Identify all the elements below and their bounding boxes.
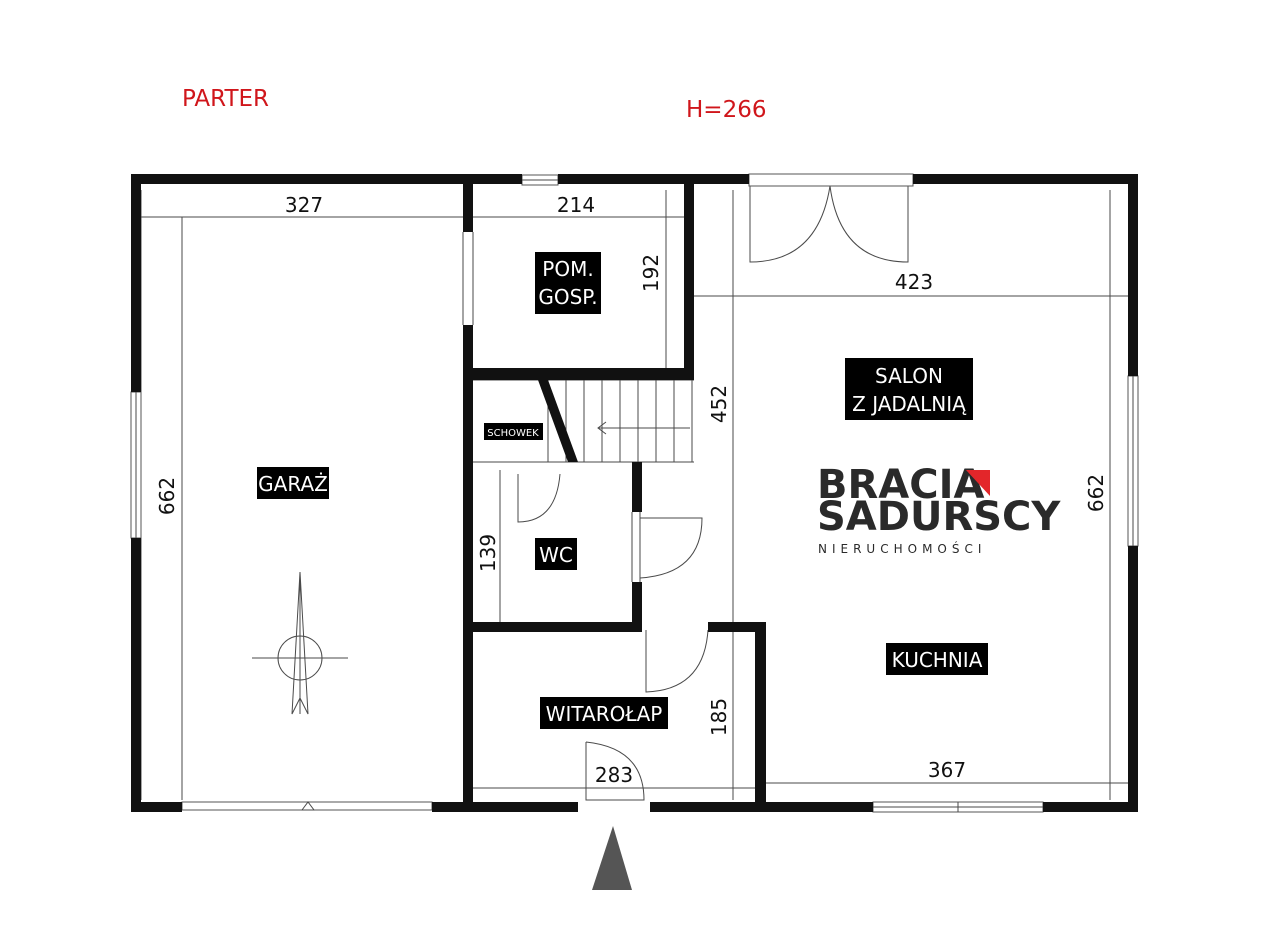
dim-salon-length: 662 <box>1084 474 1108 512</box>
room-label-garage-text: GARAŻ <box>258 472 328 496</box>
room-label-storage: SCHOWEK <box>484 423 543 440</box>
room-label-utility-line2: GOSP. <box>538 285 597 309</box>
entrance-arrow-icon <box>592 826 632 890</box>
brand-line1: BRACIA <box>817 462 984 508</box>
room-label-utility-line1: POM. <box>542 257 593 281</box>
room-label-salon: SALON Z JADALNIĄ <box>845 358 973 420</box>
room-label-vestibule: WITAROŁAP <box>540 697 668 729</box>
room-label-storage-text: SCHOWEK <box>487 428 539 439</box>
room-label-salon-line2: Z JADALNIĄ <box>852 392 967 416</box>
room-label-garage: GARAŻ <box>257 467 329 499</box>
room-label-wc: WC <box>535 538 577 570</box>
orientation-symbol <box>252 571 348 715</box>
dim-utility-length: 192 <box>639 254 663 292</box>
floor-name-label: PARTER <box>182 86 269 112</box>
doors <box>517 185 909 801</box>
walls <box>131 174 1138 812</box>
dim-garage-length: 662 <box>155 477 179 515</box>
dim-vestibule-width: 283 <box>595 763 633 787</box>
brand-accent-icon <box>966 470 990 496</box>
dim-wc-length: 139 <box>476 534 500 572</box>
brand-line3: NIERUCHOMOŚCI <box>818 541 986 556</box>
dim-salon-width: 423 <box>895 270 933 294</box>
dim-kitchen-width: 367 <box>928 758 966 782</box>
room-label-utility: POM. GOSP. <box>535 252 601 314</box>
room-label-wc-text: WC <box>539 543 573 567</box>
room-label-salon-line1: SALON <box>875 364 943 388</box>
dim-salon-depth: 452 <box>707 385 731 423</box>
room-label-vestibule-text: WITAROŁAP <box>546 702 663 726</box>
dim-vestibule-length: 185 <box>707 698 731 736</box>
room-label-kitchen: KUCHNIA <box>886 643 988 675</box>
brand-line2: SADURSCY <box>817 494 1061 540</box>
dim-utility-width: 214 <box>557 193 595 217</box>
room-label-kitchen-text: KUCHNIA <box>892 648 983 672</box>
dim-garage-width: 327 <box>285 193 323 217</box>
height-label: H=266 <box>686 97 766 123</box>
brand-logo: BRACIA SADURSCY NIERUCHOMOŚCI <box>817 462 1061 556</box>
